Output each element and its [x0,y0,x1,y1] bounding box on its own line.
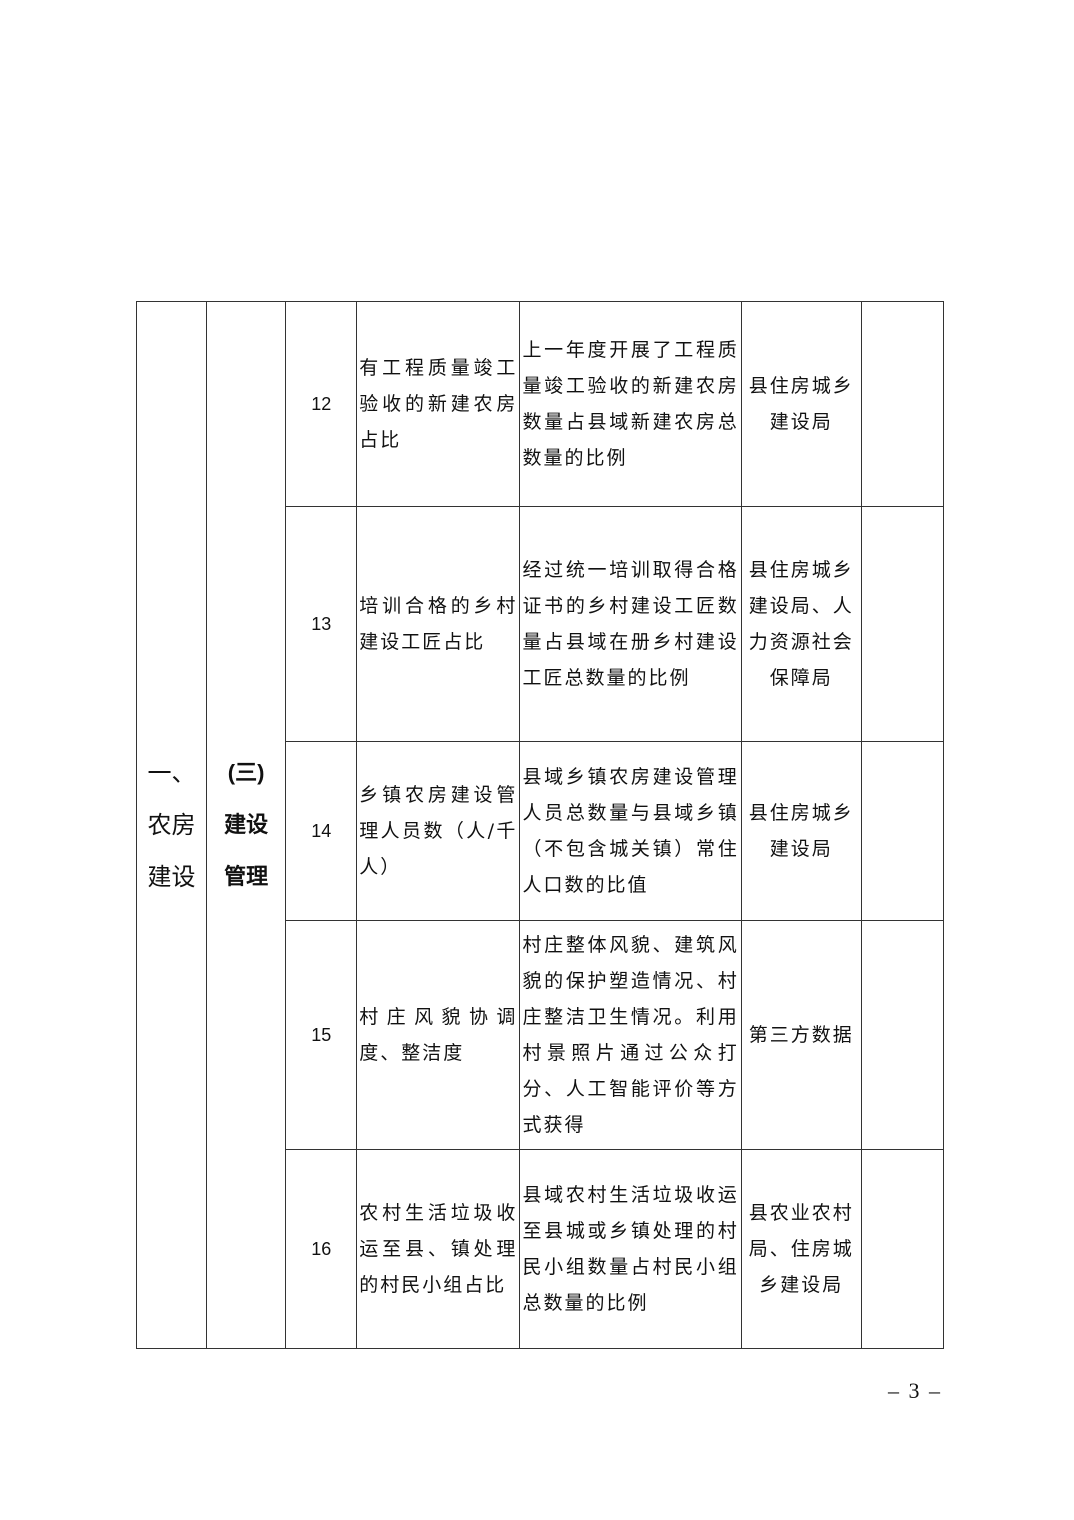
note-cell [860,506,945,742]
data-source-line: 保障局 [769,667,833,689]
category-cell: 一、 农房 建设 [135,301,208,1349]
note-cell [860,301,945,507]
table-row: 15 村庄风貌协调度、整洁度 村庄整体风貌、建筑风貌的保护塑造情况、村庄整洁卫生… [137,920,945,1150]
category-line: 农房 [147,811,196,839]
data-source-line: 县住房城乡 [748,802,854,824]
row-number: 14 [285,741,358,921]
row-number: 12 [285,301,358,507]
data-source: 县住房城乡 建设局 [740,301,862,507]
note-cell [860,1149,945,1349]
data-source: 县住房城乡 建设局 [740,741,862,921]
indicator-name: 有工程质量竣工验收的新建农房占比 [356,301,521,507]
table-row: 13 培训合格的乡村建设工匠占比 经过统一培训取得合格证书的乡村建设工匠数量占县… [137,506,945,742]
indicator-name: 乡镇农房建设管理人员数（人/千人） [356,741,521,921]
indicator-name: 农村生活垃圾收运至县、镇处理的村民小组占比 [356,1149,521,1349]
indicator-definition: 县域农村生活垃圾收运至县城或乡镇处理的村民小组数量占村民小组总数量的比例 [519,1149,742,1349]
table-row: 16 农村生活垃圾收运至县、镇处理的村民小组占比 县域农村生活垃圾收运至县城或乡… [137,1149,945,1349]
subcategory-line: 建设 [224,812,269,838]
data-source-line: 建设局 [769,838,833,860]
subcategory-line: 管理 [224,864,269,890]
data-source-line: 建设局 [769,411,833,433]
row-number: 16 [285,1149,358,1349]
table-row: 一、 农房 建设 (三) 建设 管理 12 有工程质量竣工验收的新建农房占比 上… [135,301,945,1349]
data-source-line: 县农业农村 [748,1202,854,1224]
row-number: 13 [285,506,358,742]
data-source: 第三方数据 [740,920,862,1150]
data-source-line: 乡建设局 [759,1274,844,1296]
indicator-definition: 县域乡镇农房建设管理人员总数量与县域乡镇（不包含城关镇）常住人口数的比值 [519,741,742,921]
subcategory-cell: (三) 建设 管理 [206,301,287,1349]
row-number: 15 [285,920,358,1150]
indicator-definition: 经过统一培训取得合格证书的乡村建设工匠数量占县域在册乡村建设工匠总数量的比例 [519,506,742,742]
data-source-line: 力资源社会 [748,631,854,653]
subcategory-line: (三) [227,760,265,785]
category-line: 一、 [147,759,196,787]
note-cell [860,741,945,921]
indicator-definition: 上一年度开展了工程质量竣工验收的新建农房数量占县域新建农房总数量的比例 [519,301,742,507]
indicator-name: 培训合格的乡村建设工匠占比 [356,506,521,742]
data-source: 县住房城乡 建设局、人 力资源社会 保障局 [740,506,862,742]
indicator-table: 一、 农房 建设 (三) 建设 管理 12 有工程质量竣工验收的新建农房占比 上… [135,301,945,1349]
data-source-line: 第三方数据 [748,1024,854,1046]
data-source-line: 县住房城乡 [748,375,854,397]
note-cell [860,920,945,1150]
category-line: 建设 [147,863,196,891]
data-source-line: 局、住房城 [748,1238,854,1260]
data-source-line: 县住房城乡 [748,559,854,581]
table-row: 14 乡镇农房建设管理人员数（人/千人） 县域乡镇农房建设管理人员总数量与县域乡… [137,741,945,921]
page-number: – 3 – [888,1378,942,1403]
data-source-line: 建设局、人 [748,595,854,617]
indicator-name: 村庄风貌协调度、整洁度 [356,920,521,1150]
indicator-definition: 村庄整体风貌、建筑风貌的保护塑造情况、村庄整洁卫生情况。利用村景照片通过公众打分… [519,920,742,1150]
data-source: 县农业农村 局、住房城 乡建设局 [740,1149,862,1349]
